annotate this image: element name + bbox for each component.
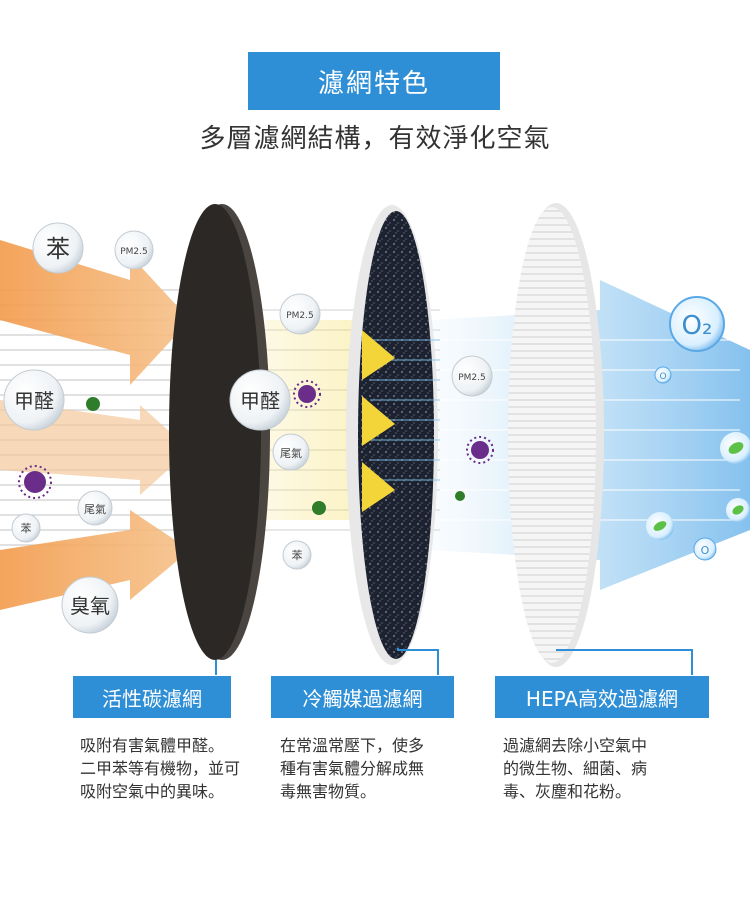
formaldehyde-bubble-mid: 甲醛: [229, 369, 291, 431]
oxygen-bubble-small-1: O: [654, 366, 672, 384]
hepa-filter: [508, 203, 604, 667]
bubble-label: O: [659, 372, 666, 382]
pollutant-arrows: [0, 240, 190, 610]
leaf-icon-2: [646, 512, 674, 540]
green-particle-icon-right: [455, 491, 465, 501]
section-title: 濾網特色: [248, 52, 500, 110]
hepa-pointer-line: [556, 649, 693, 675]
desc-cold-catalyst: 在常溫常壓下，使多 種有害氣體分解成無 毒無害物質。: [280, 736, 425, 801]
bubble-label: 臭氧: [70, 594, 110, 618]
bubble-label: PM2.5: [120, 247, 148, 257]
filter-layers-illustration: 苯 PM2.5 甲醛 尾氣 苯 臭氧 PM2.5 甲醛 尾氣: [0, 203, 750, 675]
virus-icon-right: [466, 436, 494, 464]
virus-icon-mid: [293, 380, 321, 408]
desc-hepa: 過濾網去除小空氣中 的微生物、細菌、病 毒、灰塵和花粉。: [503, 736, 648, 801]
yellow-arrow-2: [362, 396, 395, 446]
benzene-bubble-mid: 苯: [282, 540, 312, 570]
bubble-label: PM2.5: [286, 311, 314, 321]
bubble-label: O₂: [682, 311, 713, 341]
label-benzene-large: 苯: [46, 235, 70, 263]
desc-activated-carbon: 吸附有害氣體甲醛。 二甲苯等有機物，並可 吸附空氣中的異味。: [80, 736, 241, 801]
formaldehyde-bubble-left: 甲醛: [3, 369, 65, 431]
virus-icon: [18, 465, 52, 499]
bubble-label: 甲醛: [240, 389, 280, 413]
bubble-label: 甲醛: [14, 389, 54, 413]
section-subtitle: 多層濾網結構，有效淨化空氣: [199, 124, 551, 154]
leaf-icon-1: [720, 432, 750, 464]
oxygen-bubble-small-2: O: [693, 537, 717, 561]
yellow-arrow-3: [362, 462, 395, 512]
oxygen-bubble-large: O₂: [669, 296, 725, 352]
green-particle-icon: [86, 397, 100, 411]
bubble-label: 尾氣: [280, 446, 302, 460]
label-activated-carbon: 活性碳濾網: [73, 676, 231, 718]
bubble-label: PM2.5: [458, 373, 486, 383]
label-cold-catalyst: 冷觸媒過濾網: [271, 676, 454, 718]
yellow-arrow-1: [362, 330, 395, 380]
exhaust-bubble-left: 尾氣: [77, 490, 113, 526]
activated-carbon-filter: [169, 204, 270, 660]
green-particle-icon-mid: [312, 501, 326, 515]
catalyst-pointer-line: [397, 648, 439, 675]
exhaust-bubble-mid: 尾氣: [272, 433, 310, 471]
pm25-bubble-right: PM2.5: [451, 355, 493, 397]
ozone-bubble: 臭氧: [61, 576, 119, 634]
bubble-label: 苯: [21, 521, 32, 535]
label-hepa: HEPA高效過濾網: [495, 676, 709, 718]
cold-catalyst-filter: [346, 205, 440, 665]
pm25-bubble-mid: PM2.5: [279, 293, 321, 335]
benzene-bubble-large: 苯: [32, 222, 84, 274]
bubble-label: 尾氣: [84, 502, 106, 516]
bubble-label: 苯: [292, 548, 303, 562]
benzene-bubble-small: 苯: [11, 513, 41, 543]
leaf-icon-3: [726, 498, 750, 522]
pm25-bubble-top: PM2.5: [114, 230, 154, 270]
bubble-label: O: [701, 544, 710, 557]
